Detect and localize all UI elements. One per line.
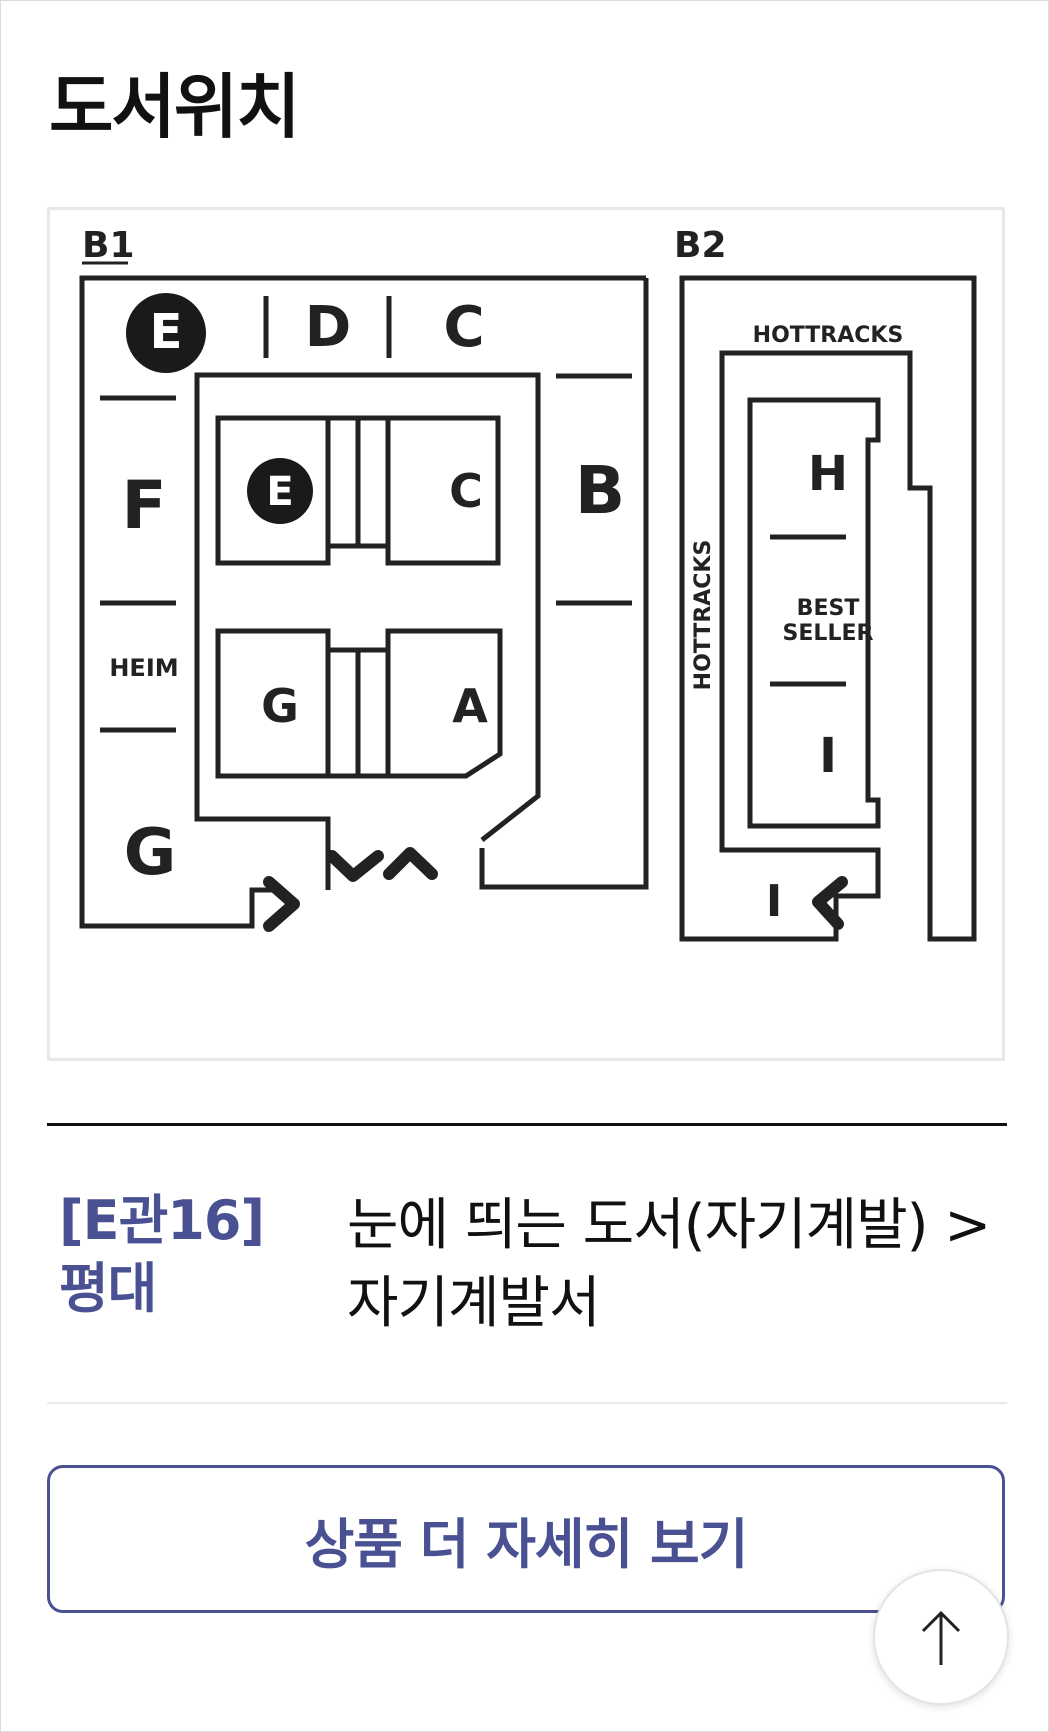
arrow-up-icon [921,1610,961,1665]
entrance-arrow-4 [812,876,848,930]
floor-label-b1: B1 [82,225,135,266]
section-divider [47,1123,1007,1126]
location-code: [E관16] 평대 [59,1187,299,1323]
shelf-a [385,628,503,779]
zone-label-heim: HEIM [109,654,178,682]
location-path-line1: 눈에 띄는 도서(자기계발) > [347,1193,991,1258]
shelf-label-g: G [261,679,299,733]
zone-label-c: C [443,295,484,360]
location-code-hall: [E관16] [59,1189,265,1252]
book-location-map: B1 B2 E D C B F HEIM G E C G A HOTTRACKS… [47,207,1005,1061]
b2-inner-shelf [747,397,881,829]
zone-label-hottracks-top: HOTTRACKS [753,323,904,348]
page-title: 도서위치 [49,66,301,148]
zone-label-g: G [124,816,177,890]
location-category-path: 눈에 띄는 도서(자기계발) > 자기계발서 [347,1187,1017,1343]
zone-label-e: E [150,304,183,360]
shelf-label-c: C [449,464,483,518]
entrance-arrow-2 [326,850,384,882]
shelf-label-a: A [452,679,488,733]
shelf-c [385,415,501,566]
location-path-line2: 자기계발서 [347,1271,601,1336]
location-code-shelf: 평대 [59,1257,157,1320]
zone-e-inner-marker [247,458,313,524]
content-divider [47,1402,1007,1404]
zone-label-i-inner: I [819,728,837,784]
view-product-details-button[interactable]: 상품 더 자세히 보기 [47,1465,1005,1613]
zone-label-i-bottom: I [766,876,782,927]
entrance-arrow-1 [263,876,300,932]
scroll-to-top-button[interactable] [873,1569,1009,1705]
b1-inner-area [194,372,541,890]
floor-label-b2: B2 [674,225,727,266]
zone-label-d: D [305,295,351,360]
zone-label-seller: SELLER [783,621,874,646]
zone-label-best: BEST [797,596,860,621]
floor-map-svg: B1 B2 E D C B F HEIM G E C G A HOTTRACKS… [79,225,977,942]
zone-label-f: F [121,467,166,544]
zone-label-hottracks-side: HOTTRACKS [691,540,716,691]
shelf-label-e: E [266,469,293,515]
b1-outer-wall [79,275,646,929]
zone-label-h: H [808,446,848,502]
zone-e-marker [126,293,206,373]
zone-label-b: B [575,452,625,529]
entrance-arrow-3 [383,847,438,880]
b1-right-wall [479,278,649,890]
